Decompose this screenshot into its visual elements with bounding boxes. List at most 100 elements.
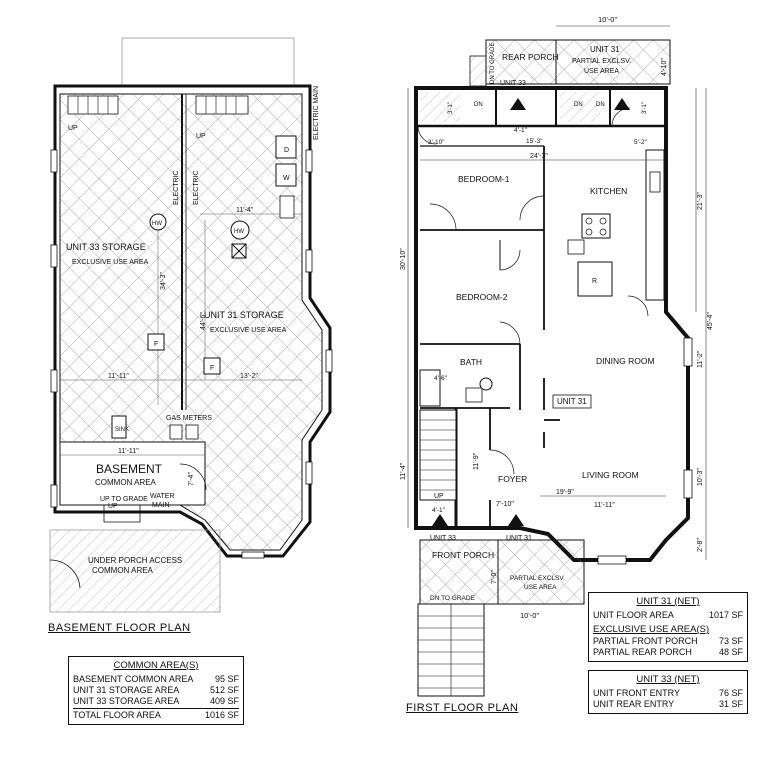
label-sink: SINK bbox=[115, 427, 129, 433]
dim-bot-10-0: 10'-0" bbox=[520, 611, 539, 620]
label-common-area: COMMON AREA bbox=[95, 478, 157, 487]
dim-11-2: 11'-2" bbox=[697, 350, 704, 368]
dim-5-2: 5'-2" bbox=[634, 139, 648, 146]
label-main: MAIN bbox=[152, 502, 170, 509]
label-use-area-front: USE AREA bbox=[524, 584, 557, 591]
common-areas-table: COMMON AREA(S) BASEMENT COMMON AREA 95 S… bbox=[68, 656, 244, 725]
basement-stairs-31 bbox=[195, 95, 249, 115]
unit31-row: PARTIAL FRONT PORCH 73 SF bbox=[593, 636, 743, 647]
label-gas-meters: GAS METERS bbox=[166, 415, 212, 422]
row-label: UNIT 33 STORAGE AREA bbox=[73, 696, 180, 706]
front-entry-arrow-33 bbox=[432, 514, 448, 526]
label-up-3: UP bbox=[108, 503, 118, 510]
interior-stairs bbox=[419, 409, 457, 501]
unit33-header: UNIT 33 (NET) bbox=[636, 674, 700, 685]
dim-3-10: 3'-10" bbox=[428, 139, 445, 146]
unit33-row: UNIT FRONT ENTRY 76 SF bbox=[593, 688, 743, 699]
sink bbox=[111, 415, 127, 439]
row-value: 95 SF bbox=[214, 674, 239, 684]
furnace-31 bbox=[203, 357, 221, 375]
dim-34-3: 34'-3" bbox=[160, 272, 167, 290]
label-unit33-storage: UNIT 33 STORAGE bbox=[66, 242, 146, 252]
dim-3-1a: 3'-1" bbox=[448, 102, 454, 114]
label-under-porch-common: COMMON AREA bbox=[92, 566, 154, 575]
row-label: UNIT FLOOR AREA bbox=[593, 610, 674, 620]
label-dn-to-grade-front: DN TO GRADE bbox=[430, 595, 476, 602]
common-total-row: TOTAL FLOOR AREA 1016 SF bbox=[73, 708, 239, 721]
total-value: 1016 SF bbox=[204, 710, 239, 720]
first-floor-plan-caption: FIRST FLOOR PLAN bbox=[406, 702, 519, 714]
label-furnace-31: F bbox=[210, 365, 214, 372]
rear-porch bbox=[485, 39, 671, 85]
washer bbox=[275, 163, 297, 187]
row-value: 512 SF bbox=[209, 685, 239, 695]
dim-4-1b: 4'-1" bbox=[432, 507, 446, 514]
common-row: UNIT 33 STORAGE AREA 409 SF bbox=[73, 696, 239, 707]
label-up-2: UP bbox=[196, 133, 206, 140]
dim-7-0: 7'-0" bbox=[491, 570, 498, 584]
label-dryer: D bbox=[284, 147, 289, 154]
dim-30-10: 30'-10" bbox=[400, 248, 407, 270]
label-unit31-mid: UNIT 31 bbox=[557, 397, 587, 406]
unit31-net-table: UNIT 31 (NET) UNIT FLOOR AREA 1017 SF EX… bbox=[588, 592, 748, 662]
under-porch-area bbox=[49, 529, 221, 613]
bath-sink bbox=[465, 387, 483, 403]
label-furnace-33: F bbox=[154, 341, 158, 348]
unit31-row: PARTIAL REAR PORCH 48 SF bbox=[593, 647, 743, 658]
label-unit33-rear: UNIT 33 bbox=[500, 80, 526, 87]
dim-11-4: 11'-4" bbox=[236, 207, 254, 214]
dryer bbox=[275, 135, 297, 159]
furnace-33 bbox=[147, 333, 165, 351]
dim-4-1: 4'-1" bbox=[514, 127, 528, 134]
dim-11-9: 11'-9" bbox=[473, 452, 480, 470]
label-front-porch: FRONT PORCH bbox=[432, 550, 494, 560]
dim-11-11b: 11'-11" bbox=[118, 448, 139, 455]
dim-24-3: 24'-3" bbox=[530, 153, 548, 160]
unit31-row: UNIT FLOOR AREA 1017 SF bbox=[593, 610, 743, 621]
dim-15-3: 15'-3" bbox=[526, 138, 543, 145]
row-value: 73 SF bbox=[718, 636, 743, 646]
unit33-net-table: UNIT 33 (NET) UNIT FRONT ENTRY 76 SF UNI… bbox=[588, 670, 748, 714]
label-electric-2: ELECTRIC bbox=[193, 170, 200, 205]
label-electric-1: ELECTRIC bbox=[173, 170, 180, 205]
label-partial-excl-rear: PARTIAL EXCLSV. bbox=[572, 58, 631, 65]
dim-10-3: 10'-3" bbox=[697, 468, 704, 486]
label-dn-1: DN bbox=[474, 102, 483, 108]
front-porch bbox=[419, 539, 585, 605]
label-kitchen: KITCHEN bbox=[590, 186, 627, 196]
label-foyer: FOYER bbox=[498, 474, 527, 484]
row-value: 1017 SF bbox=[708, 610, 743, 620]
row-value: 48 SF bbox=[718, 647, 743, 657]
refrigerator bbox=[577, 261, 613, 297]
rear-entry-arrow-31 bbox=[614, 98, 630, 110]
label-use-area-rear: USE AREA bbox=[584, 68, 619, 75]
label-under-porch: UNDER PORCH ACCESS bbox=[88, 556, 182, 565]
toilet bbox=[479, 377, 493, 391]
common-row: BASEMENT COMMON AREA 95 SF bbox=[73, 674, 239, 685]
water-heater-33 bbox=[149, 213, 167, 231]
label-unit31-front: UNIT 31 bbox=[506, 535, 532, 542]
label-hw-33: HW bbox=[152, 221, 162, 227]
dim-19-9: 19'-9" bbox=[556, 489, 574, 496]
dim-7-10: 7'-10" bbox=[496, 501, 514, 508]
label-unit33-front: UNIT 33 bbox=[430, 535, 456, 542]
common-areas-header: COMMON AREA(S) bbox=[113, 660, 199, 671]
dim-3-1b: 3'-1" bbox=[642, 102, 648, 114]
kitchen-sink bbox=[649, 171, 661, 193]
label-bedroom-1: BEDROOM-1 bbox=[458, 174, 510, 184]
basement-common-area bbox=[59, 441, 206, 506]
row-label: UNIT FRONT ENTRY bbox=[593, 688, 681, 698]
basement-plan-caption: BASEMENT FLOOR PLAN bbox=[48, 622, 191, 634]
dim-11-11a: 11'-11" bbox=[108, 373, 129, 380]
unit31-header: UNIT 31 (NET) bbox=[636, 596, 700, 607]
label-dn-3: DN bbox=[596, 102, 605, 108]
unit33-row: UNIT REAR ENTRY 31 SF bbox=[593, 699, 743, 710]
label-water: WATER bbox=[150, 493, 175, 500]
exclusive-use-header: EXCLUSIVE USE AREA(S) bbox=[593, 624, 710, 635]
label-bath: BATH bbox=[460, 357, 482, 367]
row-value: 76 SF bbox=[718, 688, 743, 698]
label-dn-to-grade-rear: DN TO GRADE bbox=[490, 43, 496, 84]
label-up: UP bbox=[434, 493, 444, 500]
dim-4-6: 4'-6" bbox=[434, 375, 448, 382]
